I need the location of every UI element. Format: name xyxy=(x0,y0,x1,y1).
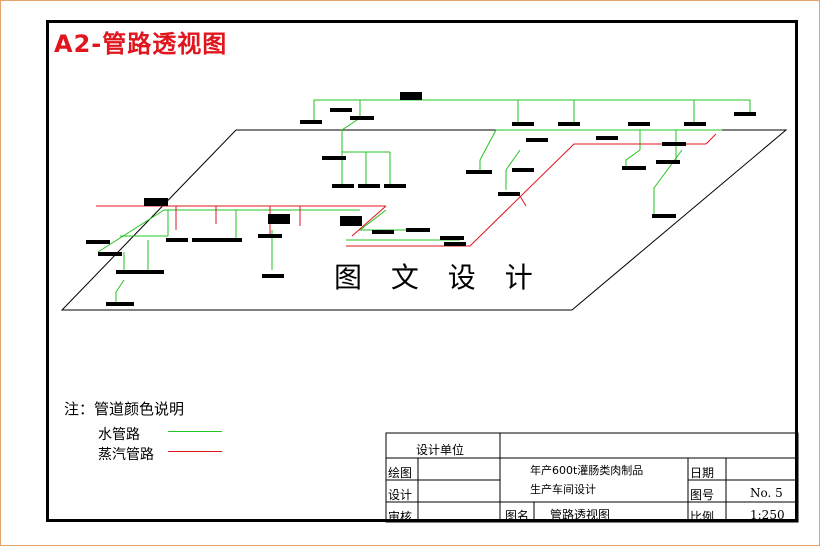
project-name-line2: 生产车间设计 xyxy=(530,483,596,496)
legend-item-water: 水管路 xyxy=(98,427,140,443)
drawing-number-value: No. 5 xyxy=(750,486,783,500)
date-label: 日期 xyxy=(690,466,715,480)
reviewer-label: 审核 xyxy=(388,510,413,524)
drawing-frame xyxy=(46,20,798,522)
equipment-blocks xyxy=(86,92,756,306)
drawing-title: A2-管路透视图 xyxy=(54,30,228,58)
project-name-line1: 年产600t灌肠类肉制品 xyxy=(530,464,644,477)
legend-item-steam: 蒸汽管路 xyxy=(98,447,154,463)
water-pipe-network xyxy=(97,99,751,302)
drawn-by-label: 绘图 xyxy=(388,466,413,480)
legend-swatch-water xyxy=(168,431,222,432)
designer-label: 设计 xyxy=(388,488,413,502)
scale-label: 比例 xyxy=(690,510,715,524)
drawing-name-value: 管路透视图 xyxy=(550,508,611,522)
drawing-name-label: 图名 xyxy=(505,509,530,523)
design-unit-label: 设计单位 xyxy=(416,443,465,457)
scale-value: 1:250 xyxy=(750,508,785,522)
legend-swatch-steam xyxy=(168,451,222,452)
watermark-text: 图 文 设 计 xyxy=(334,261,543,294)
legend-title: 注：管道颜色说明 xyxy=(64,400,185,418)
drawing-number-label: 图号 xyxy=(690,488,715,502)
